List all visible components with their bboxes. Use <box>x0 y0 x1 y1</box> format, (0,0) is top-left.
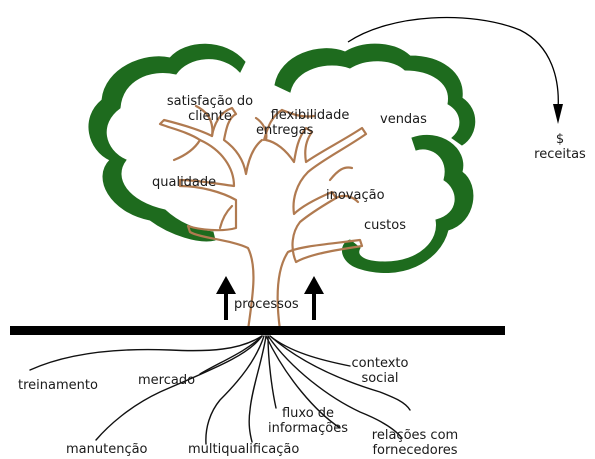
label-inovacao: inovação <box>326 188 385 203</box>
canopy <box>89 44 475 272</box>
label-receitas: receitas <box>520 147 595 162</box>
label-manutencao: manutenção <box>66 442 148 457</box>
label-flexibilidade-entregas: flexibilidade entregas <box>250 108 370 138</box>
label-receitas-group: $ receitas <box>520 132 595 162</box>
label-satisfacao-line1: satisfação do <box>150 94 270 109</box>
canopy-lobe-left <box>89 44 245 241</box>
label-custos: custos <box>364 218 406 233</box>
label-contexto-social: contexto social <box>340 356 420 386</box>
label-fluxo-informacoes: fluxo de informações <box>258 406 358 436</box>
label-fluxo-line1: fluxo de <box>258 406 358 421</box>
label-flexibilidade: flexibilidade <box>250 108 370 123</box>
revenue-arrow-head <box>553 104 563 124</box>
ground-line <box>10 326 505 335</box>
label-vendas: vendas <box>380 112 427 127</box>
label-multiqualificacao: multiqualificação <box>188 442 299 457</box>
label-dollar-sign: $ <box>520 132 595 147</box>
label-qualidade: qualidade <box>152 175 216 190</box>
label-contexto-line1: contexto <box>340 356 420 371</box>
process-arrow-left-head <box>216 276 236 294</box>
label-relacoes-line2: fornecedores <box>356 443 474 458</box>
label-relacoes-fornecedores: relações com fornecedores <box>356 428 474 458</box>
canopy-lobe-right <box>342 135 472 272</box>
label-processos: processos <box>234 297 299 312</box>
label-entregas: entregas <box>250 123 370 138</box>
label-fluxo-line2: informações <box>258 421 358 436</box>
label-treinamento: treinamento <box>18 378 98 393</box>
label-mercado: mercado <box>138 373 195 388</box>
label-contexto-line2: social <box>340 371 420 386</box>
label-relacoes-line1: relações com <box>356 428 474 443</box>
process-arrow-right-head <box>304 276 324 294</box>
